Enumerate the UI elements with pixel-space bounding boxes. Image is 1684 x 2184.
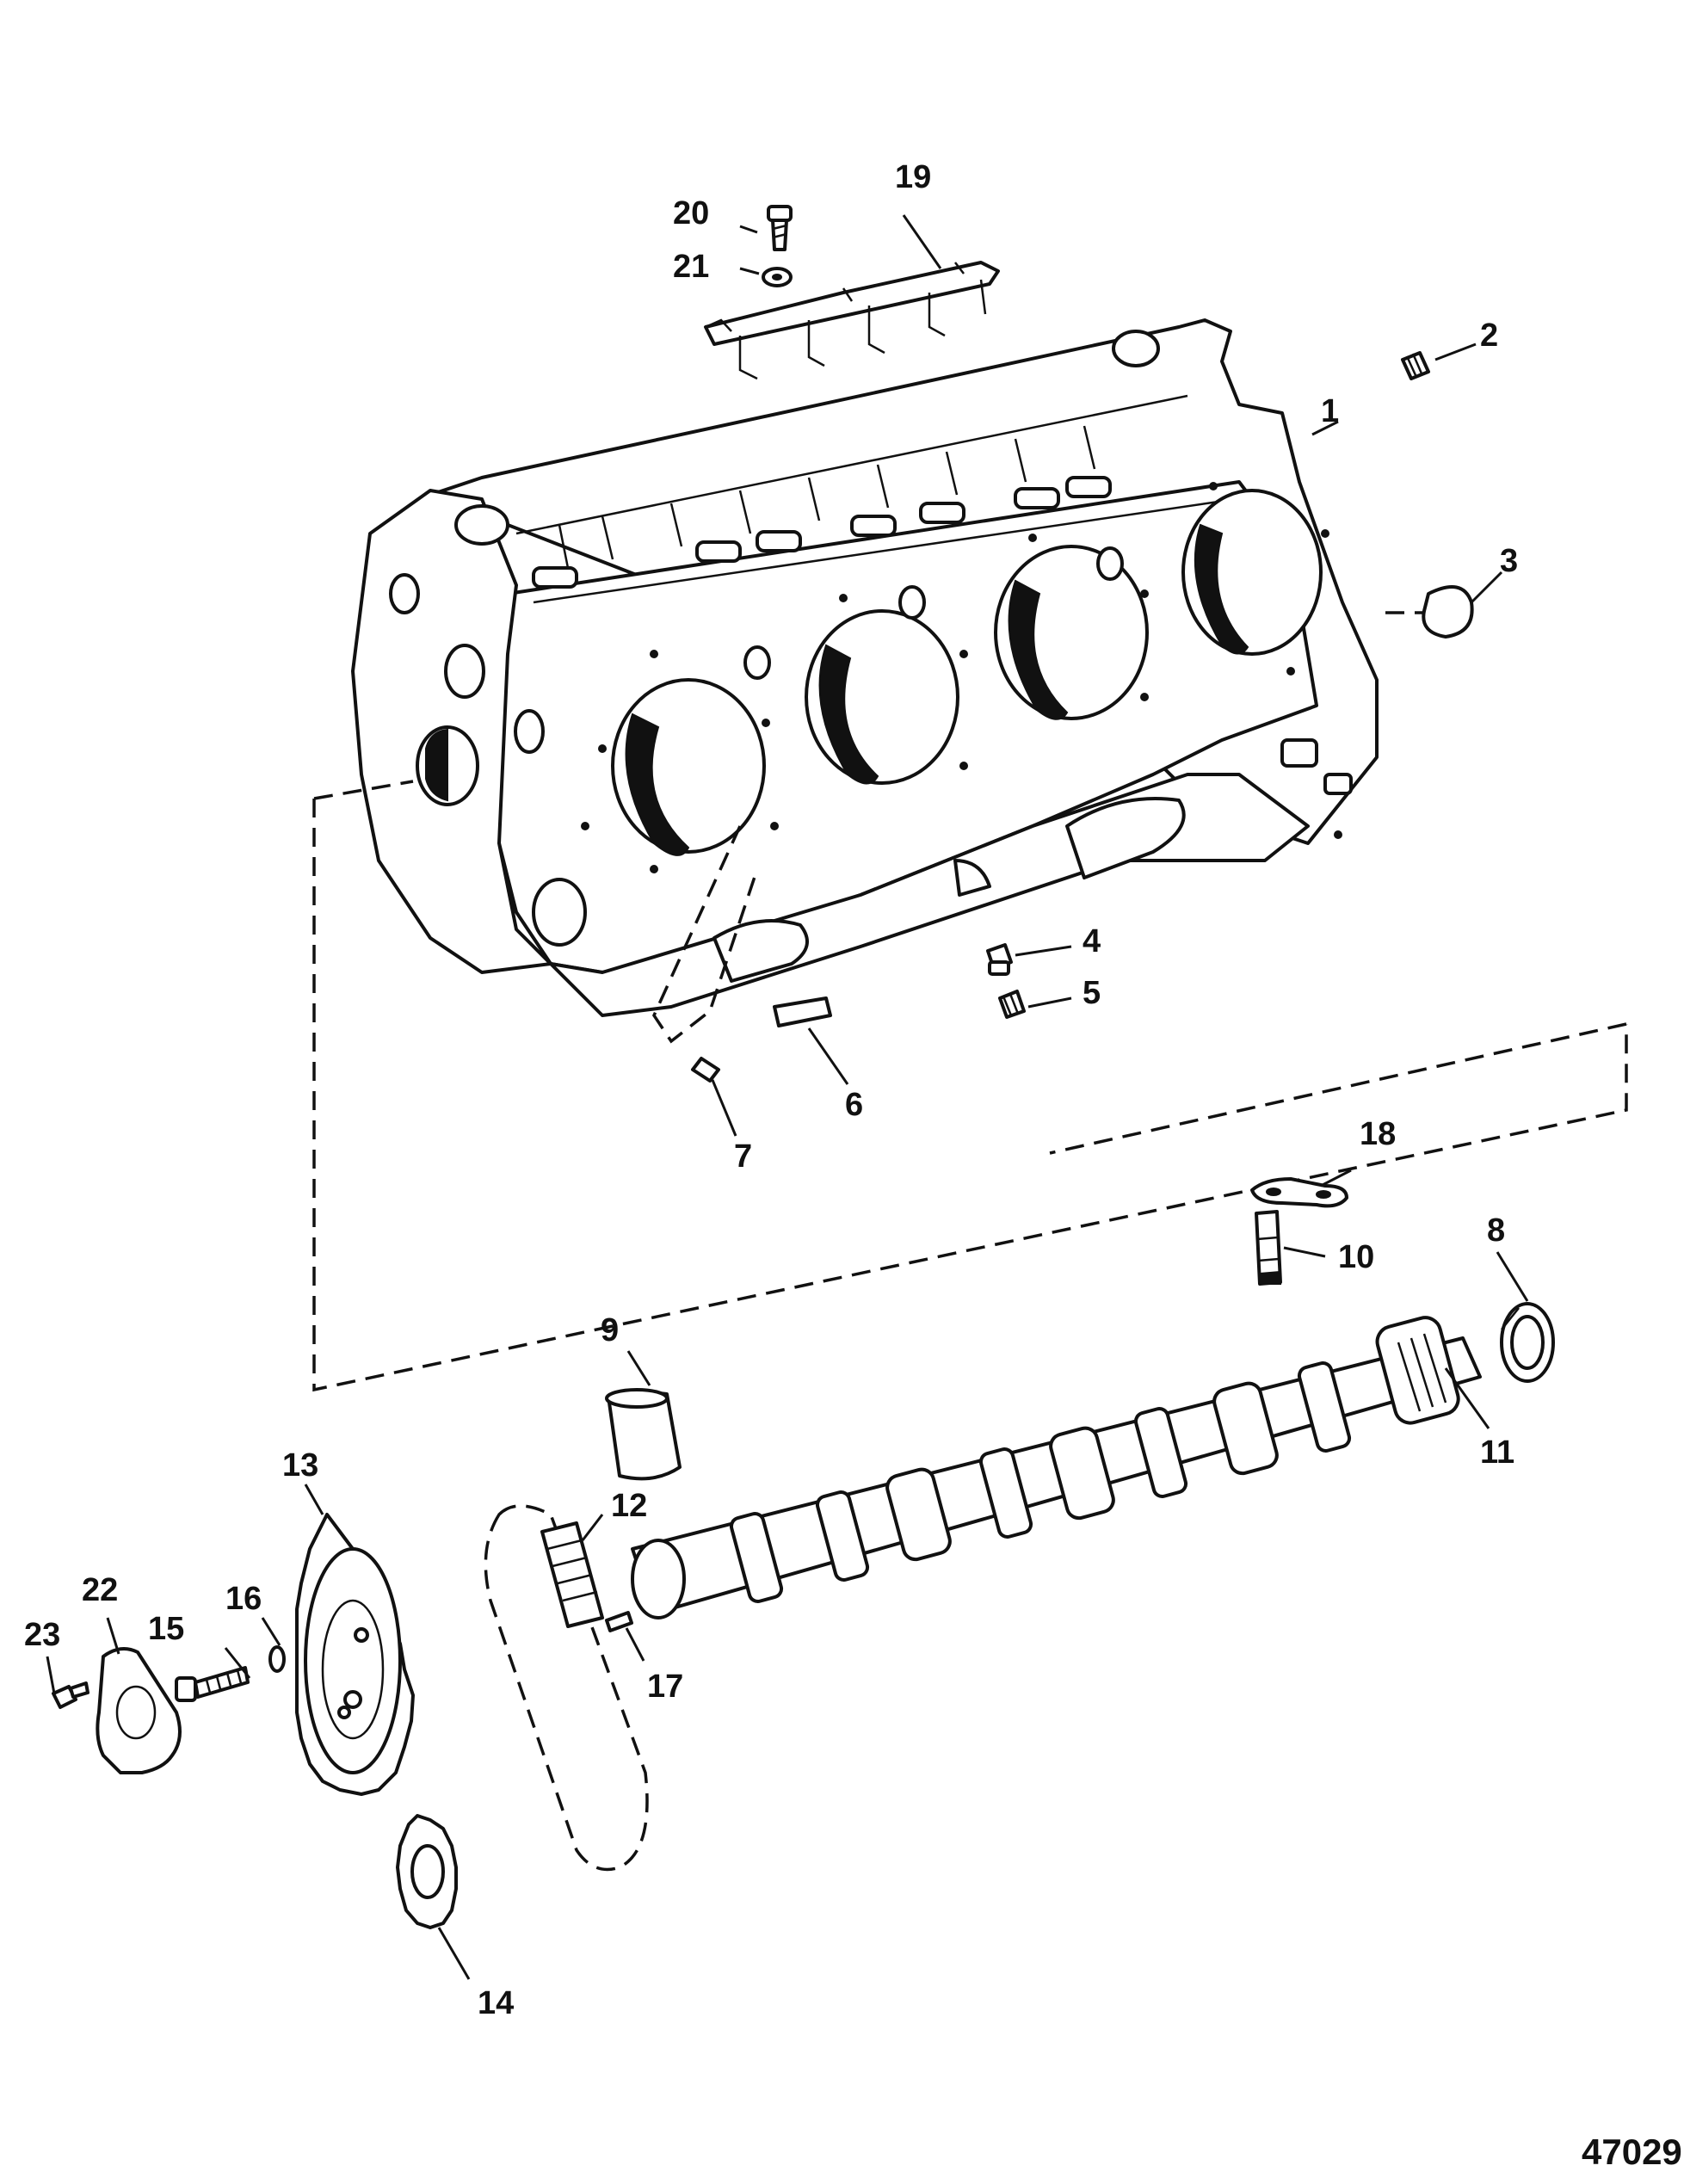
block-to-camshaft-dashline — [1049, 1022, 1627, 1155]
callout-3: 3 — [1500, 543, 1518, 579]
callout-10: 10 — [1338, 1239, 1374, 1275]
lifter-guide-18 — [1250, 1177, 1348, 1208]
callout-23: 23 — [24, 1617, 60, 1653]
callout-14: 14 — [478, 1985, 514, 2021]
callout-7: 7 — [734, 1138, 752, 1175]
figure-number: 47029 — [1582, 2132, 1682, 2172]
callout-16: 16 — [225, 1581, 262, 1617]
washer-16 — [268, 1645, 286, 1673]
dowel-pin-7 — [691, 1057, 720, 1083]
callout-20: 20 — [673, 195, 709, 231]
callout-18: 18 — [1360, 1116, 1396, 1152]
callout-22: 22 — [82, 1572, 118, 1608]
bolt-23 — [52, 1681, 89, 1709]
retainer-plate-22 — [96, 1647, 182, 1774]
callout-5: 5 — [1083, 975, 1101, 1011]
crankshaft-sprocket — [396, 1814, 458, 1929]
callouts: 1 2 3 4 5 6 7 8 9 10 11 12 13 14 15 16 1… — [24, 159, 1518, 2021]
plug-4 — [986, 943, 1013, 976]
callout-4: 4 — [1083, 923, 1101, 959]
cam-bearing-9 — [605, 1388, 682, 1481]
lifter-retainer — [704, 261, 1000, 380]
callout-11: 11 — [1480, 1434, 1514, 1471]
callout-2: 2 — [1480, 318, 1498, 354]
timing-chain — [540, 1521, 604, 1628]
dowel-pin-17 — [605, 1611, 633, 1632]
expansion-plug-3 — [1422, 585, 1474, 639]
callout-19: 19 — [895, 159, 931, 195]
callout-1: 1 — [1321, 393, 1339, 429]
plug-6 — [773, 996, 832, 1027]
bolt-15 — [175, 1666, 250, 1702]
cylinder-block — [351, 318, 1379, 1017]
callout-13: 13 — [282, 1447, 318, 1484]
callout-6: 6 — [845, 1087, 863, 1123]
timing-chain-outline — [484, 1504, 649, 1872]
plug-5 — [998, 990, 1026, 1019]
dowel-dashline — [652, 825, 759, 1044]
cam-bearing-8 — [1500, 1302, 1555, 1383]
bolt-20 — [767, 205, 793, 251]
threaded-plug-2 — [1401, 351, 1430, 380]
callout-21: 21 — [673, 249, 709, 285]
callout-9: 9 — [601, 1312, 619, 1348]
camshaft — [631, 1316, 1482, 1619]
callout-12: 12 — [611, 1488, 647, 1524]
leader-lines — [46, 214, 1529, 1980]
parts-group-outline-top — [313, 780, 414, 800]
camshaft-sprocket — [295, 1513, 415, 1796]
callout-15: 15 — [148, 1611, 184, 1647]
callout-8: 8 — [1487, 1212, 1505, 1249]
callout-17: 17 — [647, 1669, 683, 1705]
parts-group-outline — [312, 799, 1628, 1392]
hydraulic-lifter-10 — [1255, 1210, 1282, 1286]
